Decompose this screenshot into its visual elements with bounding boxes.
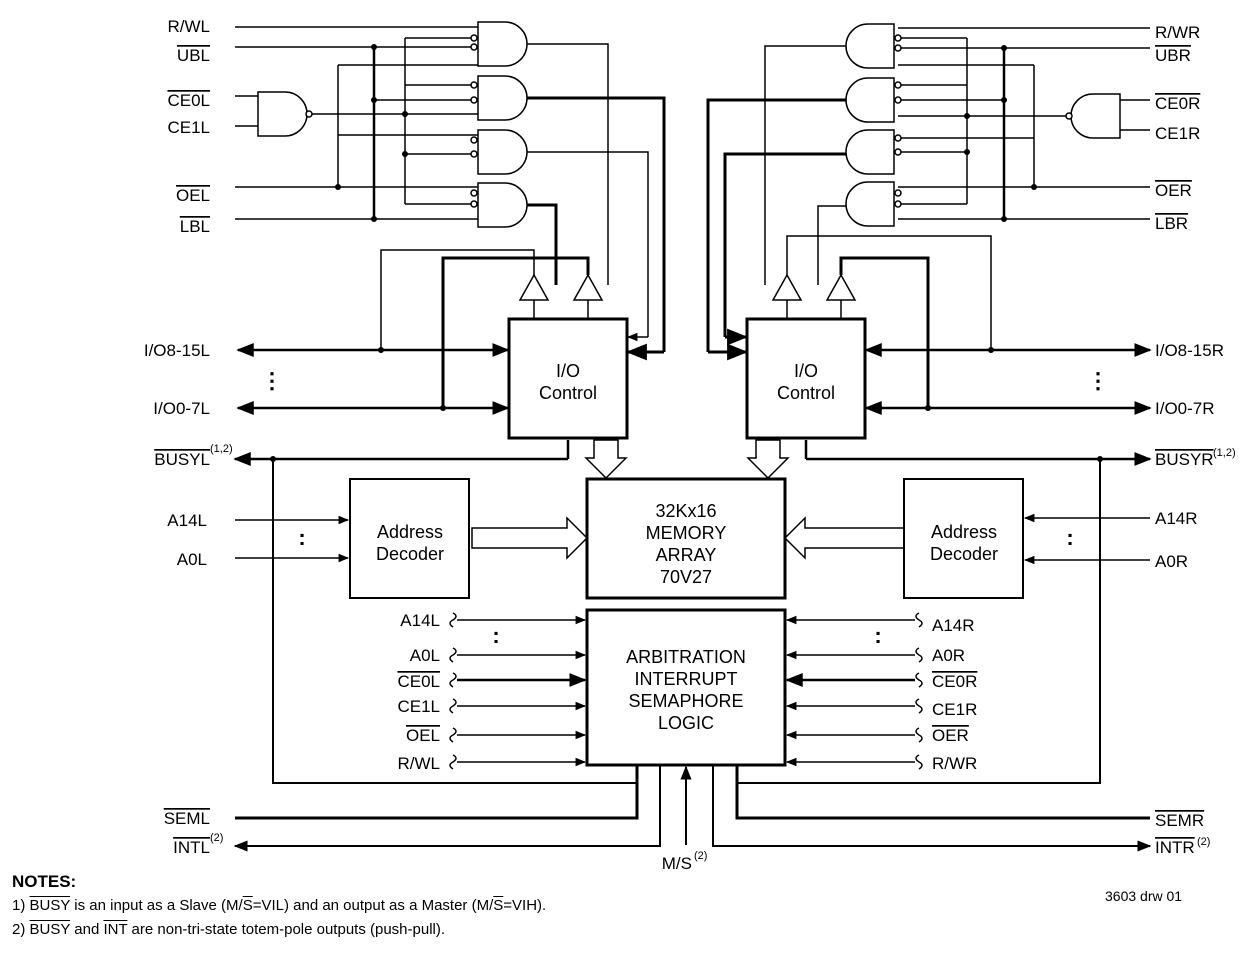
left-a0-label: A0L (177, 550, 207, 569)
left-oe-label: OEL (176, 186, 210, 205)
arb-right-oe: OER (932, 726, 969, 745)
addr-dec-left-line2: Decoder (376, 544, 444, 564)
arb-line4: LOGIC (658, 713, 714, 733)
notes-section: NOTES: 1) BUSY is an input as a Slave (M… (12, 870, 546, 942)
left-busy-sup: (1,2) (210, 443, 233, 455)
io-control-right (745, 317, 867, 440)
note-1-text-c: =VIH). (503, 897, 547, 914)
right-ub-label: UBR (1155, 46, 1191, 65)
note-2-text: are non-tri-state totem-pole outputs (pu… (127, 921, 446, 938)
arb-right-rw: R/WR (932, 754, 977, 773)
arb-left-a0: A0L (410, 646, 440, 665)
arb-line2: INTERRUPT (635, 669, 738, 689)
right-busy-label: BUSYR (1155, 450, 1214, 469)
addr-dots-right: : (1066, 525, 1073, 550)
right-io-hi-label: I/O8-15R (1155, 341, 1224, 360)
notes-heading: NOTES: (12, 872, 77, 891)
io-control-right-line2: Control (777, 383, 835, 403)
left-rw-label: R/WL (168, 17, 211, 36)
left-ce0-label: CE0L (167, 91, 210, 110)
io-dots-left: ⋮ (261, 368, 283, 393)
arb-left-ce0: CE0L (397, 672, 440, 691)
memory-line4: 70V27 (660, 567, 712, 587)
address-decoder-left (349, 478, 470, 599)
note-1-busy: BUSY (29, 897, 71, 914)
memory-line3: ARRAY (656, 545, 717, 565)
note-2-busy: BUSY (29, 921, 71, 938)
arb-dots-right: : (874, 623, 881, 648)
arbitration-logic (585, 608, 787, 767)
arb-right-a0: A0R (932, 646, 965, 665)
memory-line1: 32Kx16 (655, 501, 716, 521)
right-int-sup: (2) (1197, 836, 1210, 848)
right-oe-label: OER (1155, 181, 1192, 200)
right-io-lo-label: I/O0-7R (1155, 399, 1215, 418)
arb-left-ce1: CE1L (397, 697, 440, 716)
arb-right-a14: A14R (932, 616, 975, 635)
io-control-left (507, 317, 629, 440)
left-a14-label: A14L (167, 511, 207, 530)
right-ce0-label: CE0R (1155, 94, 1200, 113)
left-int-label: INTL (173, 838, 210, 857)
right-a14-label: A14R (1155, 509, 1198, 528)
addr-dec-right-line2: Decoder (930, 544, 998, 564)
memory-array (585, 477, 787, 600)
note-1: 1) BUSY is an input as a Slave (M/S=VIL)… (12, 894, 546, 918)
left-sem-label: SEML (164, 809, 210, 828)
left-ce1-label: CE1L (167, 118, 210, 137)
left-io-lo-label: I/O0-7L (153, 399, 210, 418)
right-a0-label: A0R (1155, 552, 1188, 571)
right-rw-label: R/WR (1155, 23, 1200, 42)
arb-right-ce0: CE0R (932, 672, 977, 691)
arb-dots-left: : (492, 623, 499, 648)
right-busy-sup: (1,2) (1213, 447, 1236, 459)
arb-right-ce1: CE1R (932, 700, 977, 719)
left-busy-label: BUSYL (154, 450, 210, 469)
io-control-left-line1: I/O (556, 361, 580, 381)
left-ub-label: UBL (177, 46, 210, 65)
ms-label: M/S (662, 854, 692, 870)
right-lb-label: LBR (1155, 214, 1188, 233)
note-2-and: and (70, 921, 104, 938)
left-io-hi-label: I/O8-15L (144, 341, 210, 360)
io-dots-right: ⋮ (1087, 368, 1109, 393)
addr-dec-right-line1: Address (931, 522, 997, 542)
ms-sup: (2) (694, 850, 707, 862)
note-2-number: 2) (12, 921, 30, 938)
note-1-text-b: =VIL) and an output as a Master (M/ (252, 897, 494, 914)
right-int-label: INTR (1155, 838, 1195, 857)
block-diagram: I/O Control I/O Control Address Decoder … (144, 17, 1236, 870)
addr-dec-left-line1: Address (377, 522, 443, 542)
drawing-id: 3603 drw 01 (1105, 888, 1183, 904)
io-control-right-line1: I/O (794, 361, 818, 381)
note-1-number: 1) (12, 897, 30, 914)
note-2: 2) BUSY and INT are non-tri-state totem-… (12, 918, 546, 942)
left-control-logic (235, 21, 666, 408)
memory-line2: MEMORY (646, 523, 727, 543)
addr-dots-left: : (298, 525, 305, 550)
left-int-sup: (2) (210, 832, 223, 844)
note-1-text-a: is an input as a Slave (M/ (70, 897, 243, 914)
arb-left-a14: A14L (400, 611, 440, 630)
left-lb-label: LBL (180, 217, 210, 236)
io-control-left-line2: Control (539, 383, 597, 403)
note-1-s: S (242, 897, 253, 914)
right-sem-label: SEMR (1155, 811, 1204, 830)
arb-line3: SEMAPHORE (628, 691, 743, 711)
arb-line1: ARBITRATION (626, 647, 746, 667)
note-1-s2: S (493, 897, 504, 914)
note-2-int: INT (103, 921, 128, 938)
right-ce1-label: CE1R (1155, 124, 1200, 143)
right-control-logic (706, 23, 1150, 408)
address-decoder-right (903, 478, 1024, 599)
arb-left-rw: R/WL (398, 754, 441, 773)
arb-left-oe: OEL (406, 726, 440, 745)
